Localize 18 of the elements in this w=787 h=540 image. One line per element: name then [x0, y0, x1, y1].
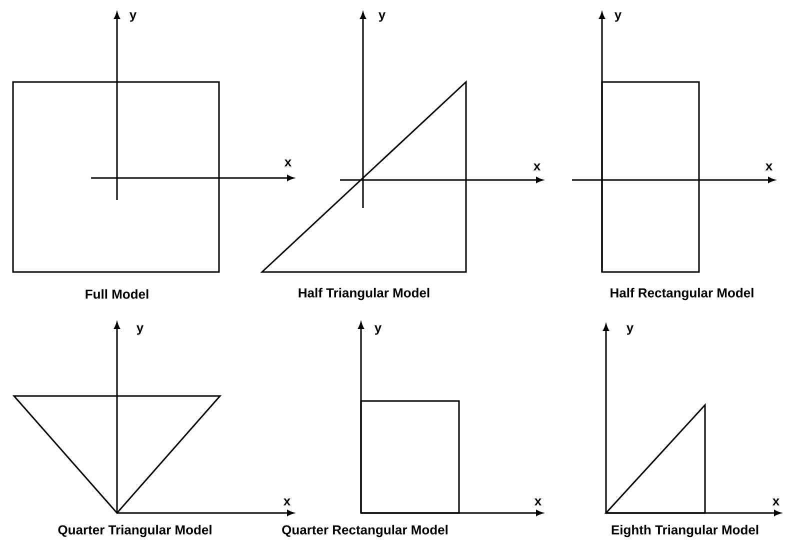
axis-label: y — [129, 12, 137, 22]
axis-label: y — [614, 12, 622, 22]
axis-label: y — [378, 12, 386, 22]
axis-label: y — [626, 325, 634, 335]
caption: Half Rectangular Model — [610, 288, 754, 300]
axis-label: x — [772, 498, 780, 506]
caption: Quarter Triangular Model — [58, 524, 212, 538]
axis-label: x — [283, 498, 291, 506]
caption: Half Triangular Model — [298, 288, 430, 300]
caption: Eighth Triangular Model — [612, 524, 758, 538]
caption: Quarter Rectangular Model — [282, 524, 448, 538]
axis-label: x — [765, 164, 773, 170]
axis-label: y — [374, 325, 382, 335]
caption: Full Model — [86, 289, 148, 299]
axis-label: x — [533, 164, 541, 170]
axis-label: y — [136, 325, 144, 335]
axis-label: x — [284, 160, 292, 166]
axis-label: x — [534, 498, 542, 506]
